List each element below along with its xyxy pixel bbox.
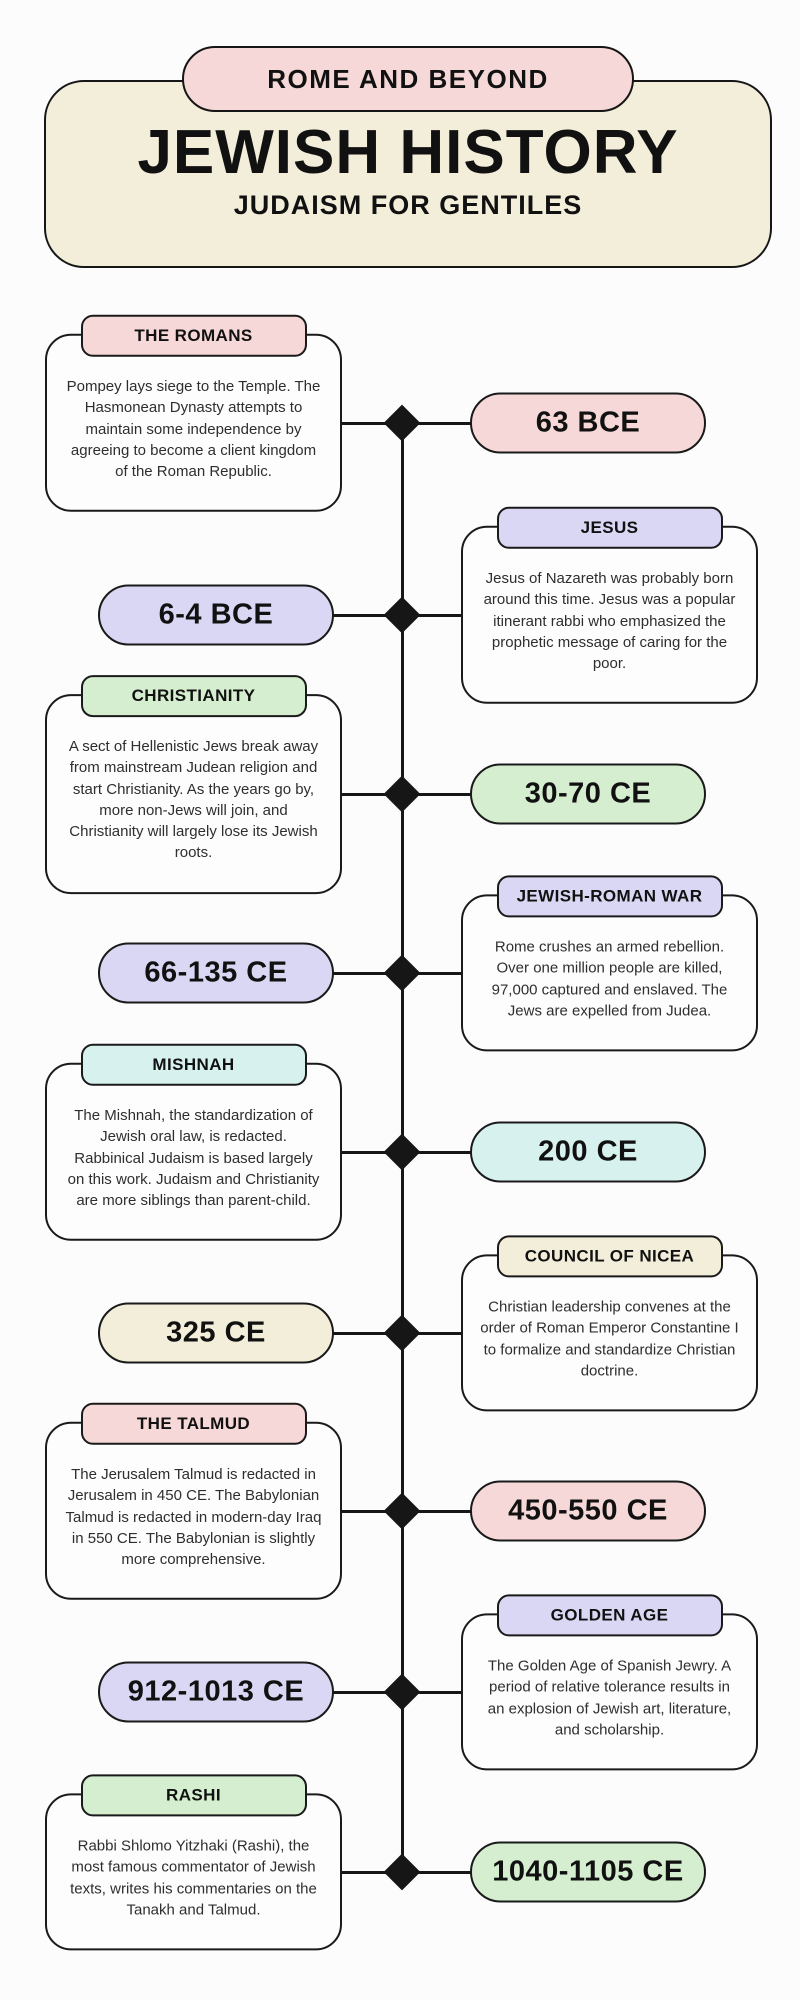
date-pill: 325 CE <box>98 1302 334 1364</box>
date-pill: 1040-1105 CE <box>470 1841 706 1903</box>
event-card: CHRISTIANITY A sect of Hellenistic Jews … <box>45 675 342 894</box>
event-description: The Jerusalem Talmud is redacted in Jeru… <box>65 1465 322 1568</box>
date-pill: 30-70 CE <box>470 763 706 825</box>
header-badge: ROME AND BEYOND <box>182 46 634 112</box>
date-pill: 63 BCE <box>470 392 706 454</box>
event-title-badge: JEWISH-ROMAN WAR <box>496 875 723 918</box>
event-description: Rabbi Shlomo Yitzhaki (Rashi), the most … <box>70 1837 317 1919</box>
event-description: A sect of Hellenistic Jews break away fr… <box>68 738 319 862</box>
event-description: Christian leadership convenes at the ord… <box>480 1298 739 1380</box>
event-card: JEWISH-ROMAN WAR Rome crushes an armed r… <box>461 875 758 1052</box>
event-card: JESUS Jesus of Nazareth was probably bor… <box>461 506 758 705</box>
event-card: THE ROMANS Pompey lays siege to the Temp… <box>45 314 342 513</box>
event-title-badge: THE TALMUD <box>80 1402 307 1445</box>
date-pill: 912-1013 CE <box>98 1661 334 1723</box>
event-description: Jesus of Nazareth was probably born arou… <box>483 569 736 672</box>
event-card: GOLDEN AGE The Golden Age of Spanish Jew… <box>461 1594 758 1771</box>
diamond-node-icon <box>383 954 421 992</box>
date-pill: 6-4 BCE <box>98 584 334 646</box>
event-description: Pompey lays siege to the Temple. The Has… <box>66 377 321 480</box>
date-pill: 200 CE <box>470 1121 706 1183</box>
event-description: Rome crushes an armed rebellion. Over on… <box>491 938 728 1020</box>
event-description: The Mishnah, the standardization of Jewi… <box>67 1106 320 1209</box>
event-title-badge: CHRISTIANITY <box>80 675 307 718</box>
header: JEWISH HISTORY JUDAISM FOR GENTILES ROME… <box>44 46 772 268</box>
event-title-badge: RASHI <box>80 1774 307 1817</box>
diamond-node-icon <box>383 1853 421 1891</box>
event-description: The Golden Age of Spanish Jewry. A perio… <box>487 1657 732 1739</box>
diamond-node-icon <box>383 1314 421 1352</box>
page-subtitle: JUDAISM FOR GENTILES <box>233 190 583 220</box>
diamond-node-icon <box>383 775 421 813</box>
date-pill: 450-550 CE <box>470 1480 706 1542</box>
diamond-node-icon <box>383 1492 421 1530</box>
diamond-node-icon <box>383 404 421 442</box>
event-card: RASHI Rabbi Shlomo Yitzhaki (Rashi), the… <box>45 1774 342 1951</box>
diamond-node-icon <box>383 596 421 634</box>
event-card: THE TALMUD The Jerusalem Talmud is redac… <box>45 1402 342 1601</box>
event-card: MISHNAH The Mishnah, the standardization… <box>45 1043 342 1242</box>
page-title: JEWISH HISTORY <box>137 118 679 187</box>
diamond-node-icon <box>383 1673 421 1711</box>
diamond-node-icon <box>383 1133 421 1171</box>
event-card: COUNCIL OF NICEA Christian leadership co… <box>461 1235 758 1412</box>
event-title-badge: MISHNAH <box>80 1043 307 1086</box>
event-title-badge: GOLDEN AGE <box>496 1594 723 1637</box>
date-pill: 66-135 CE <box>98 942 334 1004</box>
event-title-badge: JESUS <box>496 506 723 549</box>
event-title-badge: THE ROMANS <box>80 314 307 357</box>
event-title-badge: COUNCIL OF NICEA <box>496 1235 723 1278</box>
